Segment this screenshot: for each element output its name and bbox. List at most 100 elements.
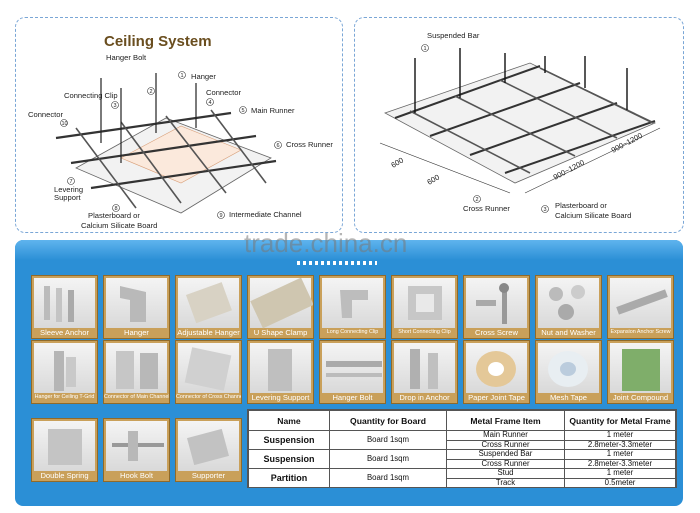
- product-label: Drop in Anchor: [399, 393, 450, 402]
- u-shape-clamp-icon: [250, 278, 313, 329]
- row-name: Suspension: [248, 449, 330, 469]
- dimension-600-a: 600: [390, 156, 405, 170]
- table-row: Suspension Board 1sqm Suspended Bar 1 me…: [248, 449, 676, 469]
- main-channel-connector-icon: [116, 351, 158, 389]
- product-tile: Nut and Washer: [535, 275, 602, 339]
- supporter-icon: [186, 428, 230, 466]
- expansion-anchor-icon: [616, 289, 668, 315]
- product-tile: Levering Support: [247, 340, 314, 404]
- row-item: Stud: [446, 468, 565, 479]
- t-grid-hanger-icon: [54, 351, 76, 391]
- hanger-icon: [120, 286, 146, 322]
- suspended-ceiling-diagram: Suspended Bar Cross Runner Plasterboard …: [379, 31, 661, 220]
- row-item-qty: 1 meter: [564, 430, 676, 441]
- product-label: Hanger Bolt: [332, 393, 373, 402]
- row-item-qty: 0.5meter: [564, 477, 676, 488]
- product-photo: [322, 278, 383, 328]
- product-label: Hook Bolt: [120, 471, 153, 480]
- product-tile: Supporter: [175, 418, 242, 482]
- double-spring-icon: [48, 429, 82, 465]
- product-label: U Shape Clamp: [253, 328, 308, 337]
- sleeve-anchor-icon: [44, 286, 74, 322]
- product-tile: Cross Screw: [463, 275, 530, 339]
- numbered-callouts: 1 2 3 4 5 6 7 8 9 10: [60, 71, 282, 219]
- product-label: Joint Compound: [612, 393, 669, 402]
- svg-text:6: 6: [277, 143, 280, 149]
- levering-support-icon: [268, 349, 292, 391]
- header-name: Name: [248, 410, 330, 431]
- row-qty-board: Board 1sqm: [329, 468, 447, 488]
- table-row: Suspension Board 1sqm Main Runner 1 mete…: [248, 430, 676, 450]
- product-tile: Adjustable Hanger: [175, 275, 242, 339]
- cross-channel-connector-icon: [184, 347, 232, 391]
- product-label: Supporter: [191, 471, 226, 480]
- product-label: Cross Screw: [474, 328, 519, 337]
- svg-text:10: 10: [62, 121, 68, 127]
- banner-header-strip: [15, 240, 683, 260]
- product-label: Paper Joint Tape: [468, 393, 525, 402]
- product-photo: [394, 343, 455, 393]
- drop-in-anchor-icon: [410, 349, 438, 389]
- suspended-ceiling-diagram-panel: Suspended Bar Cross Runner Plasterboard …: [354, 17, 684, 233]
- product-label: Nut and Washer: [541, 328, 596, 337]
- product-tile: Sleeve Anchor: [31, 275, 98, 339]
- quantity-table: Name Quantity for Board Metal Frame Item…: [247, 409, 677, 488]
- label-plasterboard-1: Plasterboard or: [88, 211, 140, 220]
- product-label: Hanger for Ceiling T-Grid: [34, 394, 95, 400]
- row-name: Suspension: [248, 430, 330, 450]
- product-label: Short Connecting Clip: [398, 329, 451, 335]
- product-tile: Connector of Cross Channel: [175, 340, 242, 404]
- product-label: Connector of Main Channel: [104, 394, 169, 400]
- svg-text:4: 4: [209, 100, 212, 106]
- product-tile: Double Spring: [31, 418, 98, 482]
- hanger-bolt-icon: [326, 361, 382, 377]
- mesh-tape-icon: [548, 351, 588, 387]
- label-connector-top: Connector: [206, 88, 242, 97]
- short-connecting-clip-icon: [408, 286, 442, 320]
- label-suspended-bar: Suspended Bar: [427, 31, 480, 40]
- product-tile: Hook Bolt: [103, 418, 170, 482]
- svg-text:3: 3: [114, 103, 117, 109]
- product-photo: [34, 343, 95, 393]
- svg-text:9: 9: [220, 213, 223, 219]
- label-levering-support-1: Levering: [54, 185, 83, 194]
- ceiling-system-diagram: Ceiling System Hanger Bolt Hanger Connec…: [28, 33, 333, 230]
- table-header-row: Name Quantity for Board Metal Frame Item…: [248, 410, 676, 431]
- label-connecting-clip: Connecting Clip: [64, 91, 118, 100]
- watermark: trade.china.cn: [244, 228, 408, 258]
- product-label: Adjustable Hanger: [177, 328, 240, 337]
- product-label: Sleeve Anchor: [40, 328, 89, 337]
- svg-text:8: 8: [115, 206, 118, 212]
- product-tile: Hanger Bolt: [319, 340, 386, 404]
- label-main-runner: Main Runner: [251, 106, 295, 115]
- label-levering-support-2: Support: [54, 193, 81, 202]
- product-label: Double Spring: [40, 471, 89, 480]
- svg-text:7: 7: [70, 179, 73, 185]
- svg-text:3: 3: [544, 207, 547, 213]
- dimension-600-b: 600: [426, 173, 441, 187]
- product-tile: Short Connecting Clip: [391, 275, 458, 339]
- product-photo: [538, 278, 599, 328]
- label-cross-runner: Cross Runner: [286, 140, 333, 149]
- row-item-qty: 1 meter: [564, 449, 676, 460]
- label-intermediate-channel: Intermediate Channel: [229, 210, 302, 219]
- svg-text:2: 2: [150, 89, 153, 95]
- row-item-qty: 1 meter: [564, 468, 676, 479]
- banner-dots: [297, 261, 377, 265]
- product-tile: Hanger: [103, 275, 170, 339]
- table-row: Partition Board 1sqm Stud 1 meter: [248, 468, 676, 488]
- long-connecting-clip-icon: [340, 290, 368, 318]
- row-qty-board: Board 1sqm: [329, 430, 447, 450]
- paper-tape-icon: [476, 351, 516, 387]
- product-label: Long Connecting Clip: [326, 329, 379, 335]
- product-label: Hanger: [124, 328, 149, 337]
- product-tile: Paper Joint Tape: [463, 340, 530, 404]
- row-item: Track: [446, 477, 565, 488]
- product-tile: Mesh Tape: [535, 340, 602, 404]
- hook-bolt-icon: [112, 431, 164, 461]
- table-row: Track 0.5meter: [249, 477, 676, 488]
- header-quantity-metal-frame: Quantity for Metal Frame: [564, 410, 676, 431]
- product-tile: Hanger for Ceiling T-Grid: [31, 340, 98, 404]
- product-label: Connector of Cross Channel: [176, 394, 241, 400]
- adjustable-hanger-icon: [185, 282, 232, 324]
